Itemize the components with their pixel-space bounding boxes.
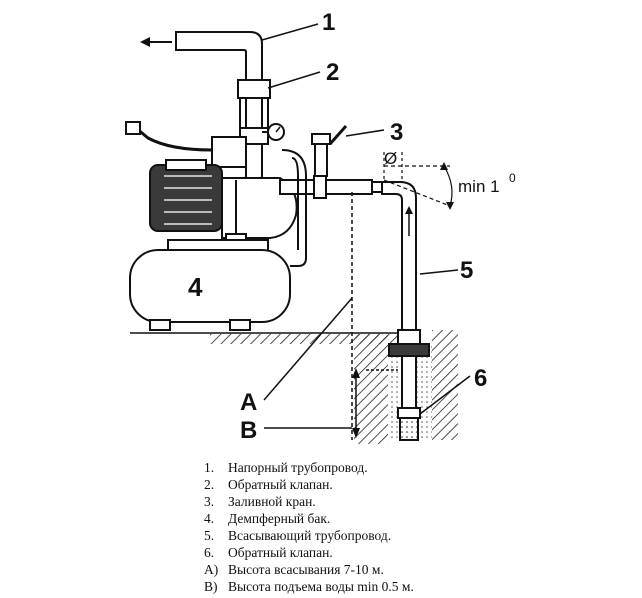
- pressure-switch: [125, 121, 247, 168]
- legend-item-text: Высота подъема воды min 0.5 м.: [228, 579, 414, 594]
- legend-item-number: 6.: [204, 545, 215, 560]
- callout-6: 6: [474, 365, 487, 392]
- callout-4: 4: [188, 272, 203, 302]
- legend-item-text: Обратный клапан.: [228, 545, 333, 560]
- legend-item-number: 5.: [204, 528, 215, 543]
- legend-item-text: Демпферный бак.: [228, 511, 331, 526]
- callout-5: 5: [460, 257, 473, 284]
- slope-angle-indicator: [383, 152, 454, 210]
- callout-1: 1: [322, 9, 335, 36]
- pressure-gauge: [262, 123, 285, 141]
- callout-b: B: [240, 417, 257, 444]
- ground-hatch: [130, 330, 458, 444]
- legend-item-text: Напорный трубопровод.: [228, 460, 368, 475]
- callout-a: A: [240, 389, 257, 416]
- legend-item: 3. Заливной кран.: [204, 493, 634, 510]
- legend-item-number: A): [204, 562, 219, 577]
- legend-item-text: Обратный клапан.: [228, 477, 333, 492]
- filling-valve: [311, 125, 348, 177]
- suction-pipe: [381, 181, 430, 441]
- legend: 1. Напорный трубопровод. 2. Обратный клапан…: [204, 459, 634, 595]
- callout-3: 3: [390, 119, 403, 146]
- legend-item: 5. Всасывающий трубопровод.: [204, 527, 634, 544]
- legend-item-text: Высота всасывания 7-10 м.: [228, 562, 384, 577]
- legend-item-number: 4.: [204, 511, 215, 526]
- leader-lines: [261, 23, 471, 415]
- legend-item: 1. Напорный трубопровод.: [204, 459, 634, 476]
- callout-2: 2: [326, 59, 339, 86]
- pump-installation-diagram: Ø min 1 0 1 2 3 4 5 6 A B: [125, 9, 516, 444]
- diameter-symbol: Ø: [384, 149, 397, 168]
- legend-item-text: Всасывающий трубопровод.: [228, 528, 392, 543]
- pump-motor: [149, 159, 223, 232]
- damper-tank: [129, 239, 291, 331]
- legend-item: 6. Обратный клапан.: [204, 544, 634, 561]
- angle-label: min 1: [458, 177, 500, 196]
- legend-item-number: 3.: [204, 494, 215, 509]
- legend-item: 4. Демпферный бак.: [204, 510, 634, 527]
- legend-item: 2. Обратный клапан.: [204, 476, 634, 493]
- outlet-arrow: [140, 37, 172, 47]
- legend-item-text: Заливной кран.: [228, 494, 316, 509]
- legend-item: A) Высота всасывания 7-10 м.: [204, 561, 634, 578]
- height-dimensions: [263, 192, 398, 440]
- suction-inlet-pipe: [279, 175, 383, 199]
- legend-item-number: 2.: [204, 477, 215, 492]
- tank-connection-pipe: [281, 149, 307, 267]
- angle-degree: 0: [509, 171, 516, 185]
- legend-item: B) Высота подъема воды min 0.5 м.: [204, 578, 634, 595]
- legend-item-number: 1.: [204, 460, 215, 475]
- legend-item-number: B): [204, 579, 218, 594]
